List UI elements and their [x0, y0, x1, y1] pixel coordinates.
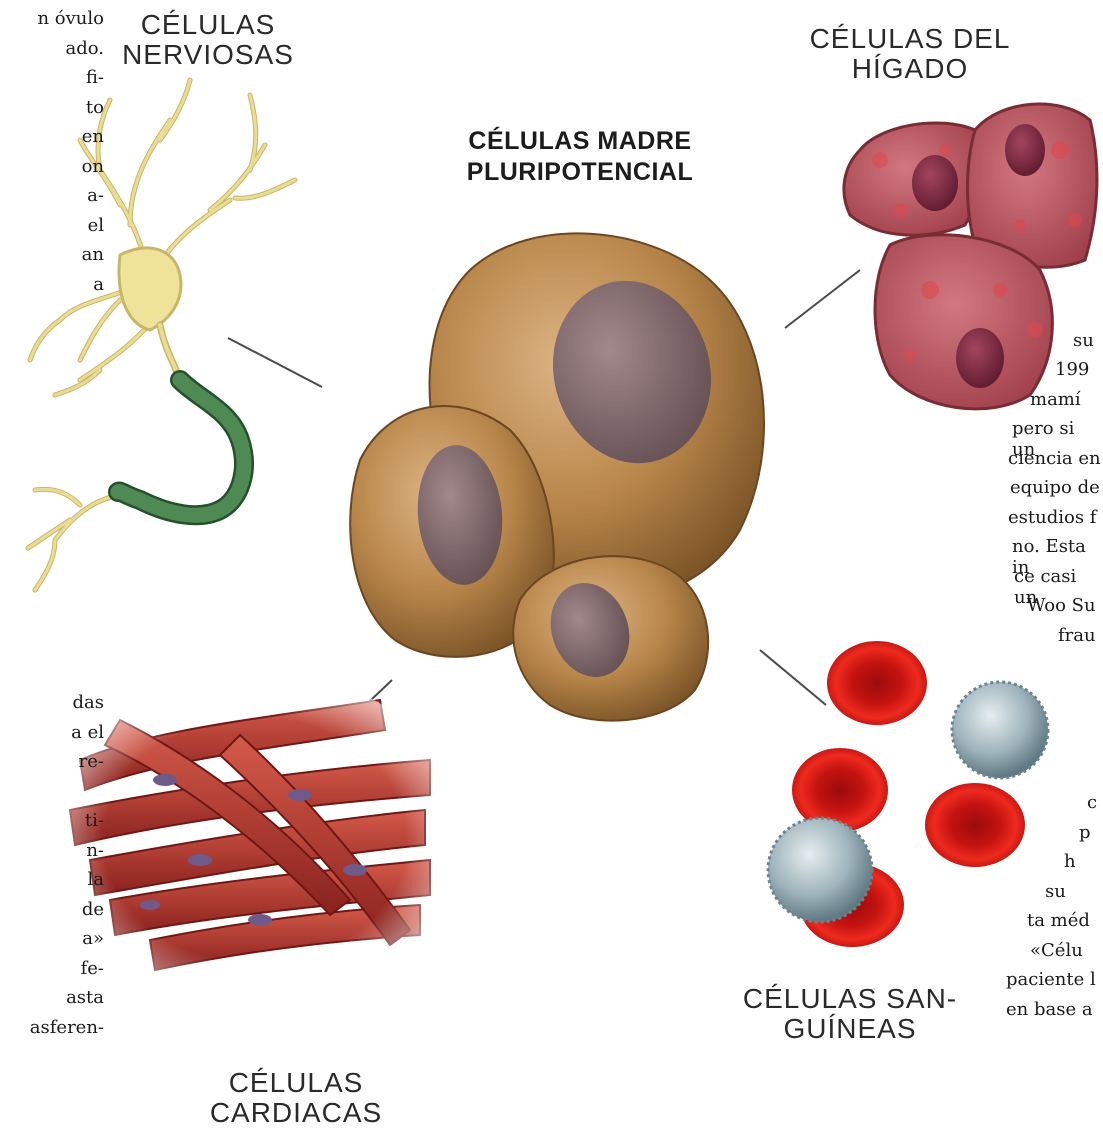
text-line: paciente l	[1006, 969, 1096, 990]
label-liver-cells: CÉLULAS DEL HÍGADO	[800, 24, 1020, 84]
label-cardiac-line1: CÉLULAS	[186, 1068, 406, 1098]
label-nerve-line2: NERVIOSAS	[98, 40, 318, 70]
text-line: equipo de	[1010, 477, 1100, 498]
text-line: das	[0, 688, 104, 718]
text-line: la	[0, 865, 104, 895]
text-line: el	[0, 211, 104, 241]
text-line: en	[0, 122, 104, 152]
text-line: a	[0, 270, 104, 300]
text-line: estudios f	[1008, 507, 1096, 528]
text-line: 199	[1055, 359, 1089, 380]
text-line: de	[0, 895, 104, 925]
text-line: ciencia en	[1008, 448, 1101, 469]
label-blood-cells: CÉLULAS SAN- GUÍNEAS	[740, 984, 960, 1044]
text-line: on	[0, 152, 104, 182]
blood-cells-illustration	[768, 641, 1048, 947]
text-line: c	[1087, 792, 1097, 813]
stem-cells-illustration	[350, 233, 764, 720]
text-line: su	[1045, 881, 1066, 902]
label-liver-line1: CÉLULAS DEL	[800, 24, 1020, 54]
text-line	[0, 777, 104, 807]
connector-blood	[760, 650, 826, 705]
text-line: ado.	[0, 34, 104, 64]
text-line: Woo Su	[1027, 595, 1096, 616]
text-line: su	[1073, 330, 1094, 351]
text-line: a-	[0, 181, 104, 211]
left-column-text-bottom: das a el re- ti- n- la de a» fe- asta as…	[0, 688, 104, 1042]
text-line: mamí	[1030, 389, 1081, 410]
text-line: h	[1064, 851, 1076, 872]
label-nerve-cells: CÉLULAS NERVIOSAS	[98, 10, 318, 70]
label-liver-line2: HÍGADO	[800, 54, 1020, 84]
text-line: an	[0, 240, 104, 270]
cardiac-cells-illustration	[45, 670, 465, 1010]
label-stem-line1: CÉLULAS MADRE	[440, 126, 720, 157]
connector-liver	[785, 270, 860, 328]
label-blood-line1: CÉLULAS SAN-	[740, 984, 960, 1014]
text-line: ti-	[0, 806, 104, 836]
text-line: re-	[0, 747, 104, 777]
text-line: a»	[0, 924, 104, 954]
text-line: «Célu	[1030, 940, 1083, 961]
text-line: n óvulo	[0, 4, 104, 34]
label-nerve-line1: CÉLULAS	[98, 10, 318, 40]
text-line: ta méd	[1027, 910, 1090, 931]
text-line: fi-	[0, 63, 104, 93]
text-line: fe-	[0, 954, 104, 984]
label-cardiac-line2: CARDIACAS	[186, 1098, 406, 1128]
text-line: asferen-	[0, 1013, 104, 1043]
text-line: asta	[0, 983, 104, 1013]
text-line: n-	[0, 836, 104, 866]
text-line: en base a	[1006, 999, 1093, 1020]
left-column-text-top: n óvulo ado. fi- to en on a- el an a	[0, 4, 104, 299]
label-stem-cells: CÉLULAS MADRE PLURIPOTENCIAL	[440, 126, 720, 188]
label-blood-line2: GUÍNEAS	[740, 1014, 960, 1044]
connector-nerve	[228, 338, 322, 387]
text-line: to	[0, 93, 104, 123]
label-stem-line2: PLURIPOTENCIAL	[440, 157, 720, 188]
label-cardiac-cells: CÉLULAS CARDIACAS	[186, 1068, 406, 1128]
text-line: p	[1079, 822, 1091, 843]
text-line: frau	[1058, 625, 1096, 646]
text-line: a el	[0, 718, 104, 748]
